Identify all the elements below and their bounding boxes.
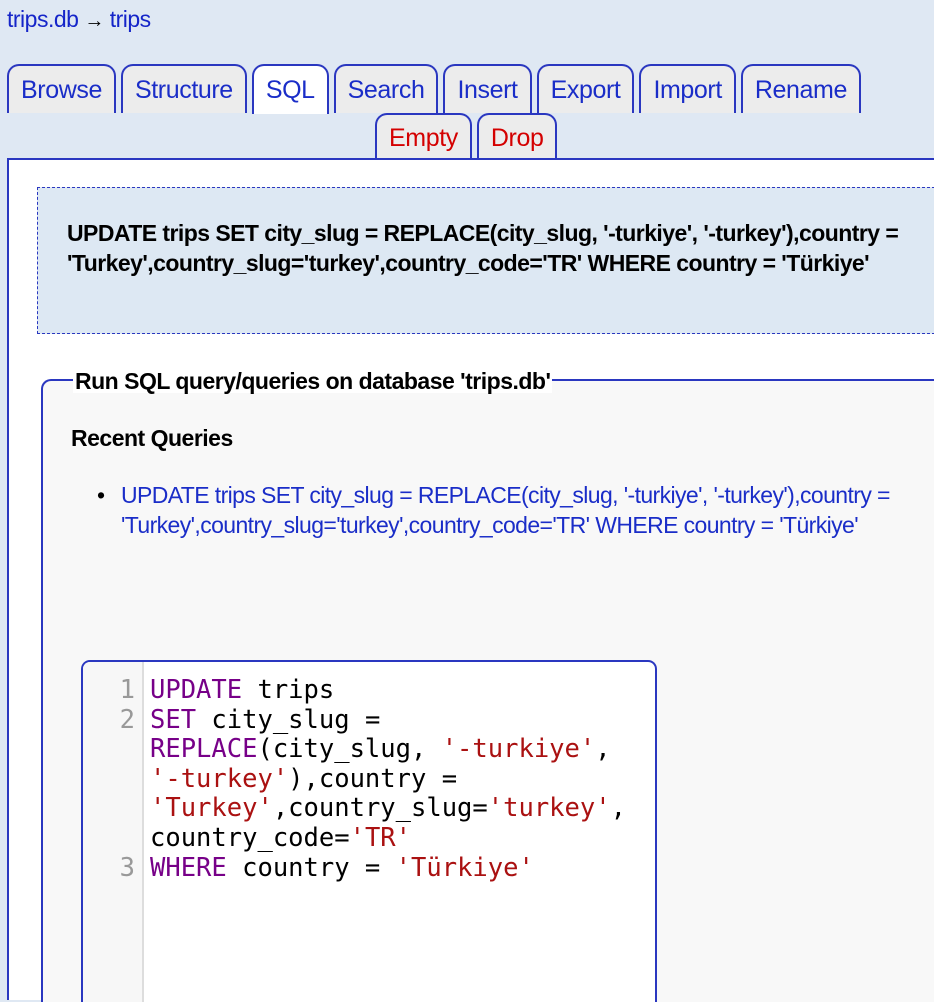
tab-export[interactable]: Export [536, 64, 635, 113]
line-number: 3 [119, 852, 135, 883]
code-text: WHERE country = 'Türkiye' [150, 852, 534, 884]
executed-query-text: UPDATE trips SET city_slug = REPLACE(cit… [67, 220, 899, 276]
sql-text: country = [226, 852, 396, 883]
sql-form-fieldset: Run SQL query/queries on database 'trips… [41, 369, 934, 1002]
sql-text: , [610, 793, 626, 824]
line-number: 2 [119, 704, 135, 735]
content-panel: UPDATE trips SET city_slug = REPLACE(cit… [7, 158, 934, 1002]
recent-query-link[interactable]: UPDATE trips SET city_slug = REPLACE(cit… [121, 482, 890, 538]
sql-text: country_code= [150, 822, 350, 853]
code-text: '-turkey'),country = [150, 763, 458, 795]
tab-import[interactable]: Import [639, 64, 736, 113]
tab-sql[interactable]: SQL [251, 64, 329, 114]
recent-queries-list: • UPDATE trips SET city_slug = REPLACE(c… [97, 481, 921, 540]
sql-string: '-turkey' [150, 763, 289, 794]
sql-string: 'TR' [349, 822, 412, 853]
tab-browse[interactable]: Browse [7, 64, 116, 113]
code-text: UPDATE trips [150, 675, 335, 706]
tab-insert[interactable]: Insert [443, 64, 532, 113]
tab-empty[interactable]: Empty [375, 113, 472, 159]
executed-query-box: UPDATE trips SET city_slug = REPLACE(cit… [37, 187, 934, 334]
sql-string: 'Türkiye' [395, 852, 534, 883]
breadcrumb-db-link[interactable]: trips.db [7, 6, 79, 32]
sql-text: trips [242, 675, 335, 705]
tab-structure[interactable]: Structure [120, 64, 247, 113]
sql-text: city_slug = [196, 704, 381, 735]
code-text: country_code='TR' [150, 822, 412, 854]
sql-text: ),country = [288, 763, 458, 794]
recent-queries-title: Recent Queries [71, 425, 233, 451]
sql-text: (city_slug, [257, 734, 442, 765]
code-text: SET city_slug = [150, 704, 381, 736]
line-number: 1 [119, 675, 135, 705]
tab-rename[interactable]: Rename [740, 64, 861, 113]
sql-string: '-turkiye' [441, 734, 596, 765]
sql-keyword: UPDATE [150, 675, 243, 705]
code-text: 'Turkey',country_slug='turkey', [150, 794, 626, 824]
sql-string: 'turkey' [487, 793, 611, 824]
sql-string: 'Turkey' [150, 793, 273, 824]
sql-keyword: WHERE [150, 852, 227, 883]
breadcrumb-arrow: → [84, 10, 104, 32]
breadcrumb-table-link[interactable]: trips [109, 6, 151, 32]
sql-text: , [595, 734, 611, 765]
sql-editor[interactable]: 1 UPDATE trips 2 SET city_slug =REPLACE(cit… [81, 660, 657, 1002]
tab-search[interactable]: Search [333, 64, 439, 113]
sql-keyword: REPLACE [150, 734, 258, 765]
line-number-gutter [83, 662, 144, 1002]
fieldset-legend: Run SQL query/queries on database 'trips… [73, 368, 553, 394]
tab-drop[interactable]: Drop [476, 113, 558, 159]
breadcrumb: trips.db → trips [7, 6, 151, 33]
bullet-icon: • [97, 482, 105, 508]
code-text: REPLACE(city_slug, '-turkiye', [150, 734, 611, 765]
sql-keyword: SET [150, 704, 197, 735]
sql-text: ,country_slug= [272, 793, 488, 824]
